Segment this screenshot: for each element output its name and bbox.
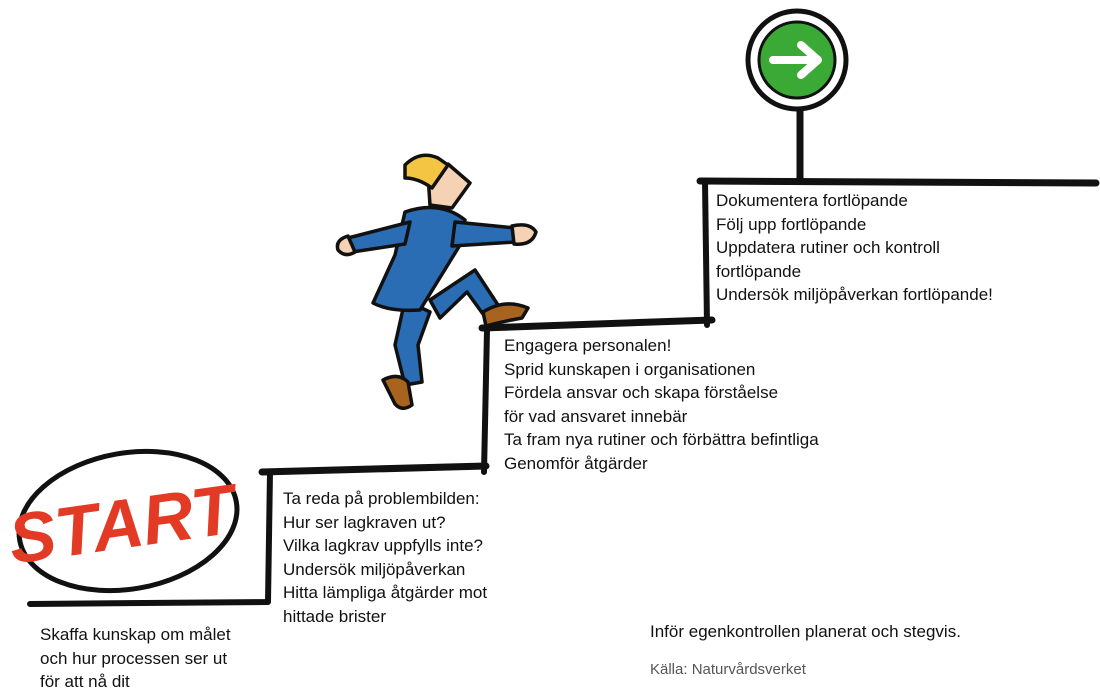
man-front-shoe xyxy=(481,302,530,328)
step-4-description: Dokumentera fortlöpande Följ upp fortlöp… xyxy=(716,189,993,307)
man-back-hand xyxy=(335,234,357,257)
step-1-line: Skaffa kunskap om målet xyxy=(40,625,231,644)
step-2-line: Hitta lämpliga åtgärder mot xyxy=(283,583,488,602)
man-hair xyxy=(403,153,450,190)
step-2-riser xyxy=(481,327,490,475)
step-2-line: Ta reda på problembilden: xyxy=(283,489,480,508)
man-back-leg xyxy=(393,298,432,387)
climbing-man-figure xyxy=(335,153,538,410)
arrow-right-icon xyxy=(769,41,822,79)
step-4-tread xyxy=(696,177,1100,187)
step-3-line: Ta fram nya rutiner och förbättra befint… xyxy=(504,430,819,449)
step-1-description: Skaffa kunskap om målet och hur processe… xyxy=(40,623,231,694)
step-4-line: fortlöpande xyxy=(716,261,802,281)
step-3-line: Sprid kunskapen i organisationen xyxy=(504,359,756,379)
start-badge: START xyxy=(4,448,245,594)
man-back-shoe xyxy=(381,374,414,410)
staircase xyxy=(27,177,1100,607)
step-3-line: Fördela ansvar och skapa förståelse xyxy=(504,383,779,402)
start-oval xyxy=(16,448,240,594)
step-3-line: Genomför åtgärder xyxy=(504,453,648,473)
step-1-line: och hur processen ser ut xyxy=(40,648,228,668)
step-2-line: Vilka lagkrav uppfylls inte? xyxy=(283,536,484,555)
step-3-line: Engagera personalen! xyxy=(504,336,672,355)
step-3-riser xyxy=(702,179,710,328)
man-torso xyxy=(371,205,467,313)
step-4-line: Uppdatera rutiner och kontroll xyxy=(716,238,940,257)
step-4-line: Dokumentera fortlöpande xyxy=(716,191,908,210)
source-credit: Källa: Naturvårdsverket xyxy=(650,661,806,678)
step-3-description: Engagera personalen! Sprid kunskapen i o… xyxy=(504,334,819,475)
start-label: START xyxy=(4,469,245,579)
man-front-hand xyxy=(510,223,538,246)
man-front-arm xyxy=(450,220,517,248)
step-4-line: Undersök miljöpåverkan fortlöpande! xyxy=(716,285,993,304)
step-3-line: för vad ansvaret innebär xyxy=(504,406,688,426)
step-2-line: Undersök miljöpåverkan xyxy=(283,559,466,579)
step-2-tread xyxy=(258,462,490,476)
step-1-riser xyxy=(27,469,273,607)
goal-sign xyxy=(745,8,849,185)
step-2-line: hittade brister xyxy=(283,606,386,626)
footer-note: Inför egenkontrollen planerat och stegvi… xyxy=(650,622,961,641)
step-1-line: för att nå dit xyxy=(40,672,130,691)
step-2-description: Ta reda på problembilden: Hur ser lagkra… xyxy=(283,487,487,628)
step-4-line: Följ upp fortlöpande xyxy=(716,214,867,234)
step-3-tread xyxy=(478,316,716,332)
step-2-line: Hur ser lagkraven ut? xyxy=(283,512,446,532)
